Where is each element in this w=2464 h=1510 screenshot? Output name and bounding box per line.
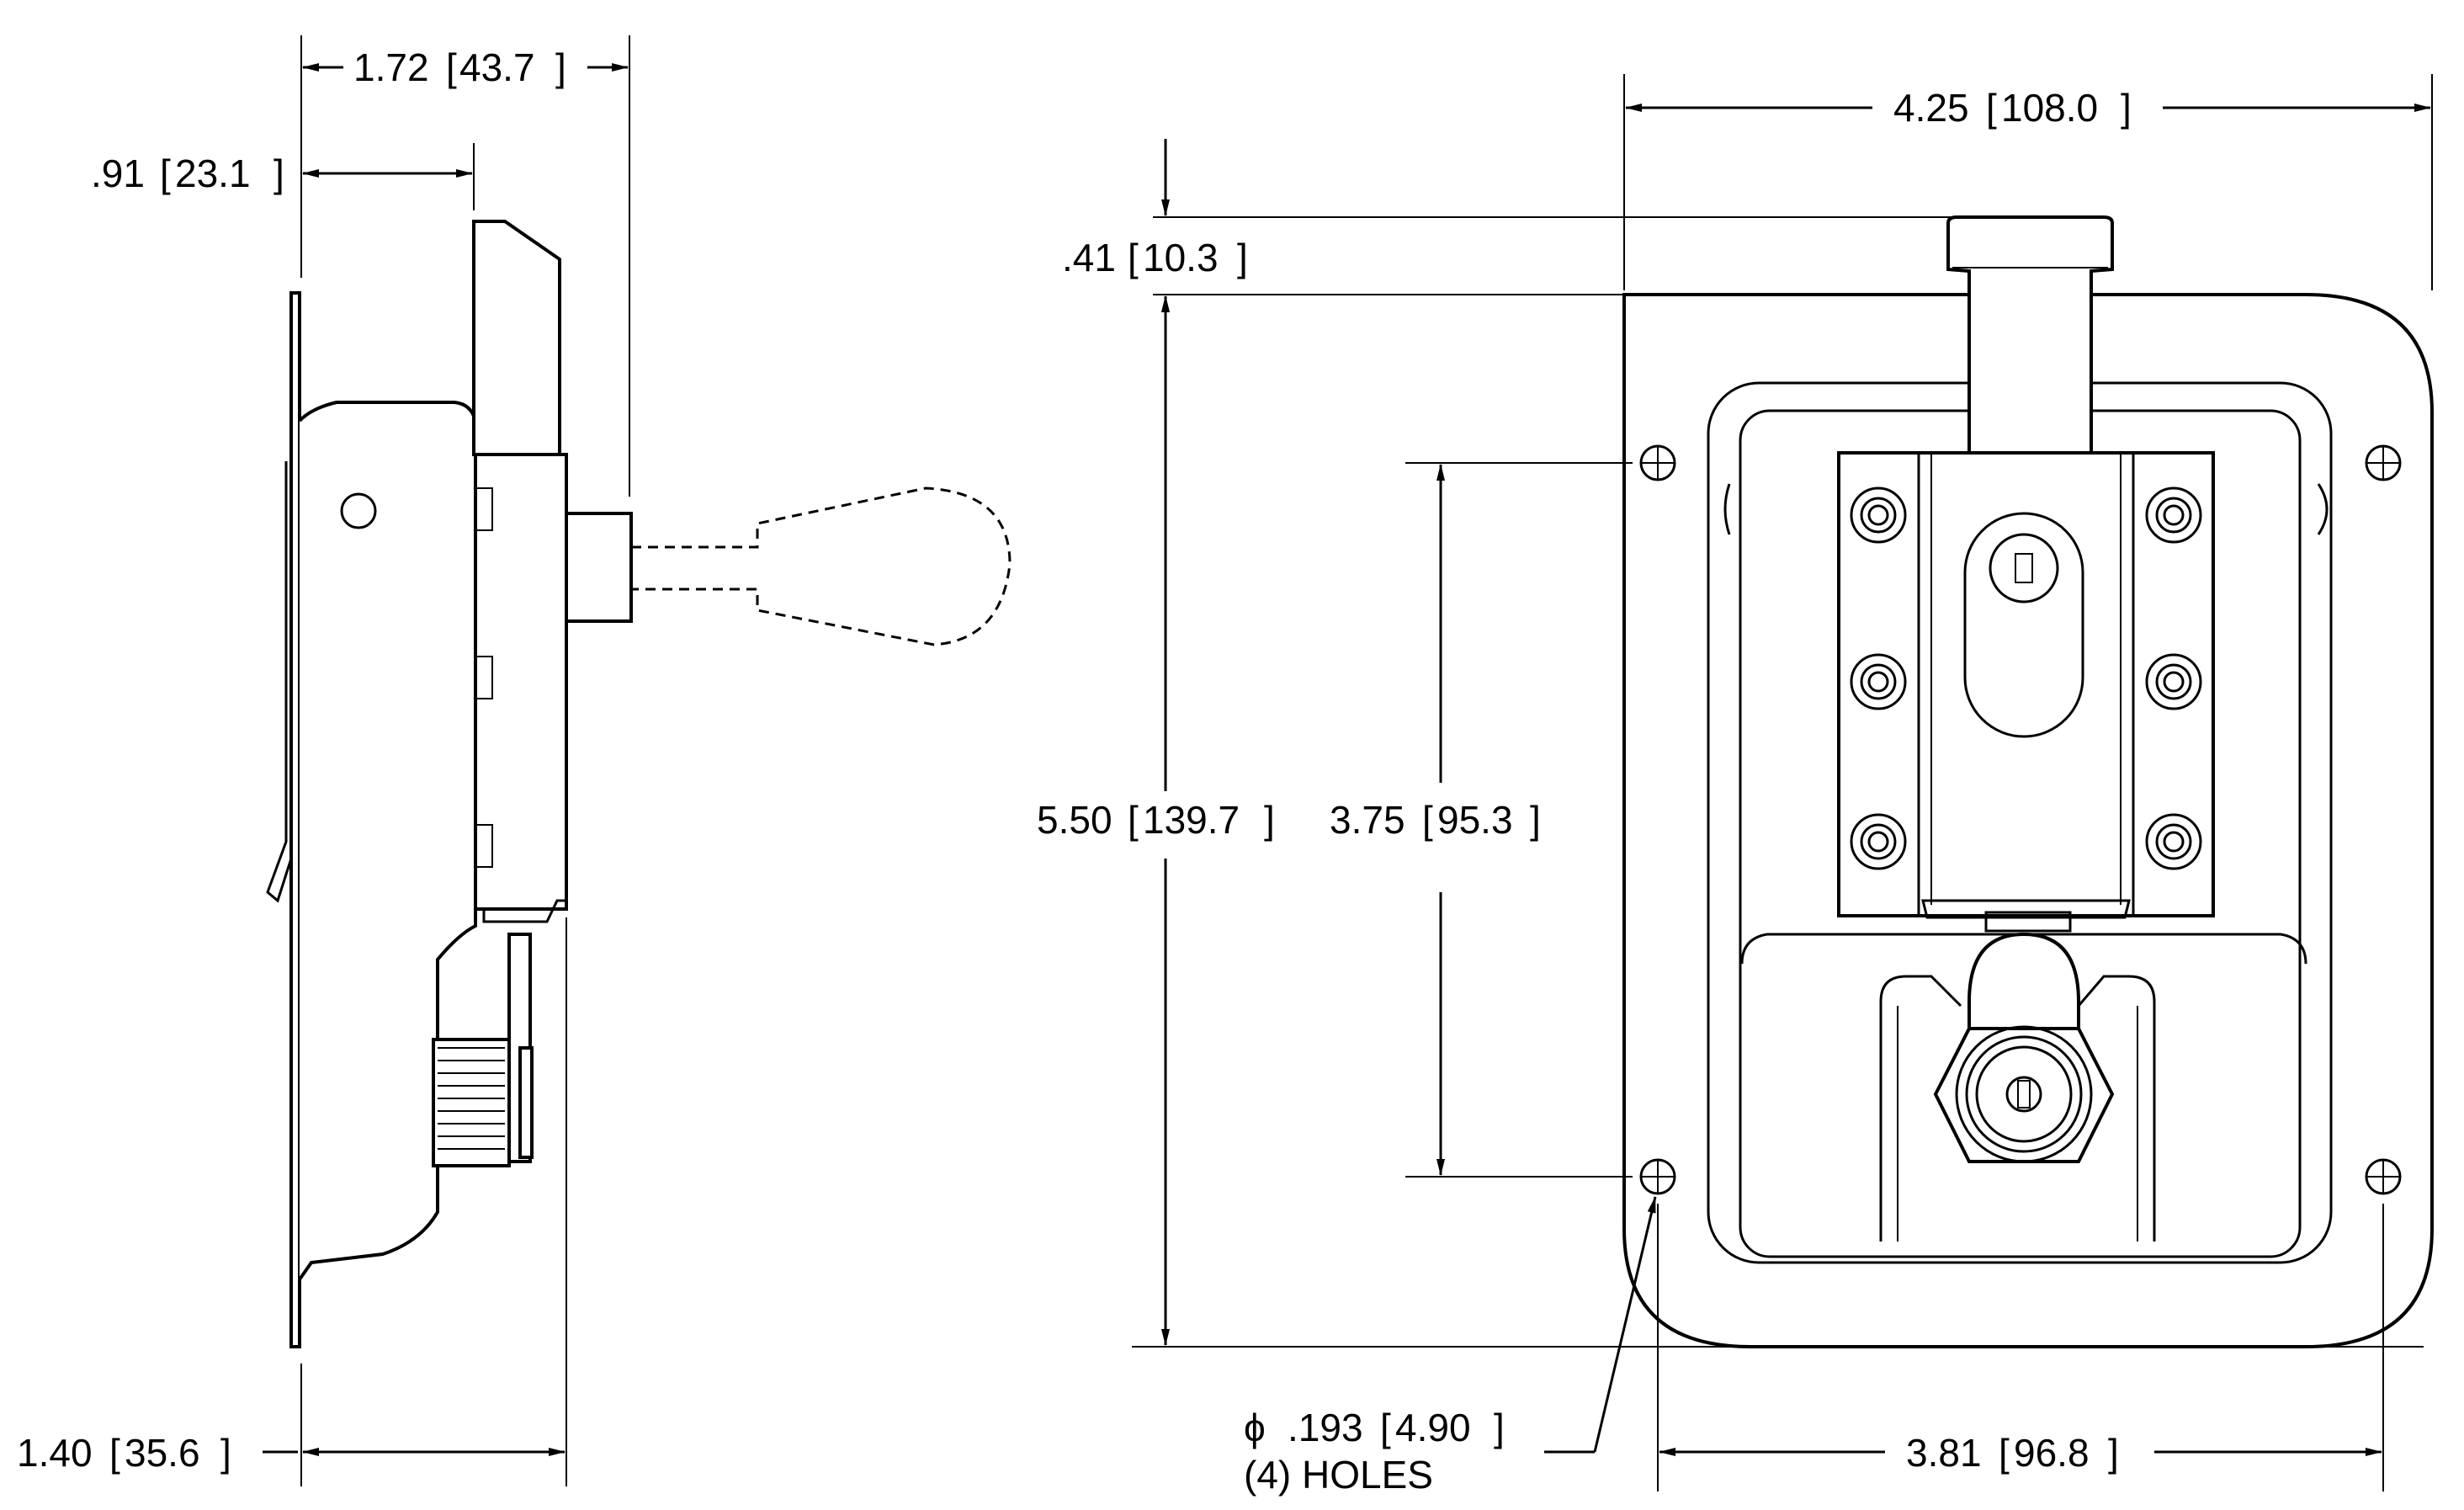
side-housing	[474, 453, 568, 911]
front-view: 4.25 [ 108.0 ] .41 [ 10.3 ] 5.50 [ 139.7…	[1035, 74, 2434, 1497]
holes-note: (4) HOLES	[1244, 1453, 1433, 1497]
svg-text:]: ]	[220, 1431, 231, 1475]
side-base-inch: 1.40	[17, 1431, 93, 1475]
side-base-mm: 35.6	[125, 1431, 200, 1475]
svg-text:]: ]	[555, 45, 566, 89]
svg-text:]: ]	[1494, 1406, 1505, 1449]
svg-text:[: [	[160, 152, 171, 195]
svg-text:]: ]	[2108, 1431, 2119, 1475]
svg-text:]: ]	[273, 152, 284, 195]
side-plunger	[565, 512, 633, 623]
svg-text:]: ]	[1237, 236, 1248, 279]
side-depth-mm: 23.1	[175, 152, 251, 195]
side-mount-hole	[340, 492, 377, 529]
svg-text:]: ]	[2121, 86, 2132, 130]
front-lock	[1933, 1025, 2115, 1163]
svg-text:]: ]	[1264, 798, 1275, 842]
svg-text:[: [	[109, 1431, 120, 1475]
svg-text:]: ]	[1530, 798, 1541, 842]
svg-text:[: [	[1128, 236, 1139, 279]
side-view: 1.72 [ 43.7 ] .91 [ 23.1 ] 1.40 [ 35.6 ]	[17, 35, 1012, 1486]
side-depth-inch: .91	[91, 152, 145, 195]
front-slot	[1963, 512, 2084, 738]
side-width-inch: 1.72	[353, 45, 429, 89]
diameter-symbol: ϕ	[1244, 1406, 1266, 1449]
phantom-handle	[631, 486, 1012, 646]
front-hole-v-inch: 3.75	[1330, 798, 1405, 842]
svg-text:[: [	[1128, 798, 1139, 842]
side-width-mm: 43.7	[459, 45, 535, 89]
rivets	[1850, 486, 2202, 870]
front-handle	[1946, 215, 2114, 456]
front-handle-inch: .41	[1062, 236, 1116, 279]
front-hole-h-mm: 96.8	[2014, 1431, 2090, 1475]
front-cam	[1967, 932, 2080, 1054]
svg-text:[: [	[1422, 798, 1433, 842]
svg-text:[: [	[1986, 86, 1997, 130]
svg-text:[: [	[1380, 1406, 1391, 1449]
front-width-inch: 4.25	[1893, 86, 1969, 130]
svg-text:[: [	[446, 45, 457, 89]
front-hole-h-inch: 3.81	[1906, 1431, 1982, 1475]
hole-diameter-inch: .193	[1288, 1406, 1363, 1449]
hole-diameter-mm: 4.90	[1395, 1406, 1471, 1449]
svg-text:[: [	[1999, 1431, 2010, 1475]
mounting-holes	[1639, 444, 2402, 1195]
front-height-mm: 139.7	[1143, 798, 1240, 842]
front-handle-mm: 10.3	[1143, 236, 1219, 279]
front-width-mm: 108.0	[2001, 86, 2098, 130]
front-hole-v-mm: 95.3	[1437, 798, 1513, 842]
front-height-inch: 5.50	[1037, 798, 1113, 842]
